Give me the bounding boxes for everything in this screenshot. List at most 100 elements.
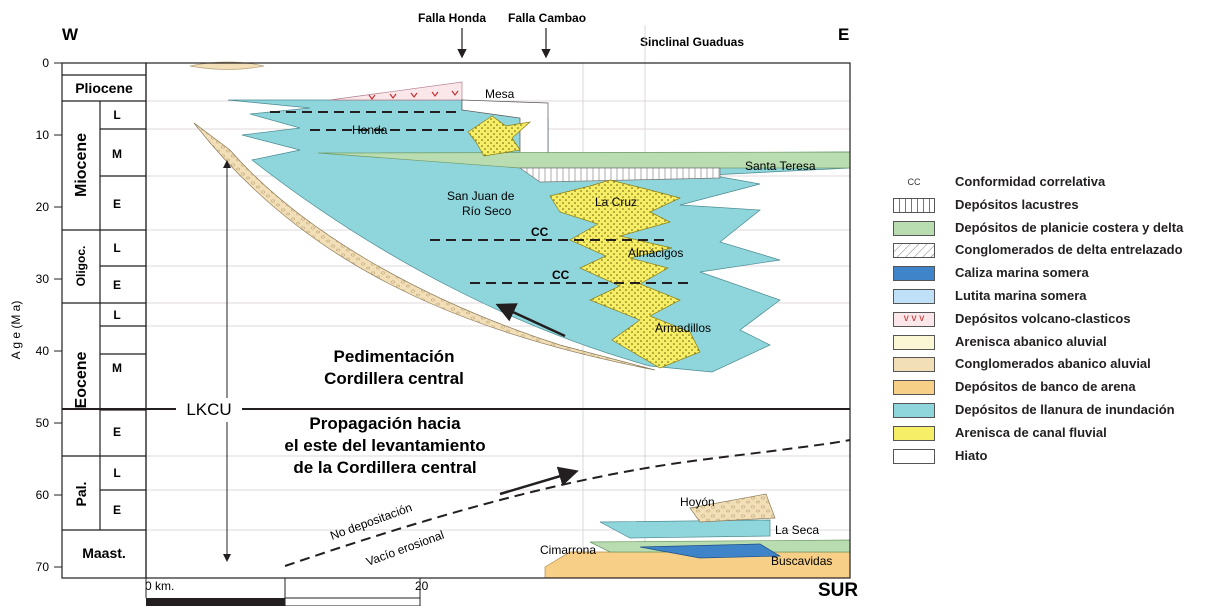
epoch-eocene: Eocene <box>73 351 90 408</box>
x-tick-20: 20 <box>415 579 429 593</box>
y-tick-60: 60 <box>36 488 50 502</box>
legend-label: Depósitos de planicie costera y delta <box>955 219 1184 235</box>
legend-label: Arenisca de canal fluvial <box>955 424 1107 440</box>
legend-item: Arenisca de canal fluvial <box>893 423 1228 446</box>
y-axis-ticks: 0 10 20 30 40 50 60 70 <box>36 56 50 574</box>
legend-swatch-lutita <box>893 288 935 304</box>
legend-item: Conglomerados abanico aluvial <box>893 354 1228 377</box>
conglomerate-wedge <box>193 122 656 371</box>
formation-rio-seco: Río Seco <box>462 204 512 218</box>
annotation-propagacion-1: Propagación hacia <box>309 414 461 433</box>
epoch-oligocene: Oligoc. <box>74 246 88 287</box>
formation-cimarrona: Cimarrona <box>540 543 596 557</box>
y-tick-20: 20 <box>36 200 50 214</box>
subdivision-labels: L M E L E L M E L E <box>112 108 122 517</box>
structure-falla-honda: Falla Honda <box>418 11 486 25</box>
legend-label: Depósitos de banco de arena <box>955 379 1136 395</box>
epoch-labels: Pliocene Miocene Oligoc. Eocene Pal. Maa… <box>73 80 133 561</box>
y-tick-0: 0 <box>42 56 49 70</box>
legend-item: Caliza marina somera <box>893 263 1228 286</box>
volcanic-v-marks <box>368 90 459 100</box>
sub-eocene-m: M <box>112 361 122 375</box>
legend-item: Arenisca abanico aluvial <box>893 332 1228 355</box>
legend-swatch-llanura <box>893 402 935 418</box>
correlative-conformity-lines <box>270 111 690 284</box>
epoch-miocene: Miocene <box>73 133 90 197</box>
annotation-propagacion-3: de la Cordillera central <box>293 458 476 477</box>
sub-miocene-m: M <box>112 147 122 161</box>
legend-item: Depósitos de planicie costera y delta <box>893 218 1228 241</box>
formation-santa-teresa: Santa Teresa <box>745 159 816 173</box>
annotation-vacio-erosional: Vacío erosional <box>364 528 446 569</box>
lkcu-label: LKCU <box>186 400 231 419</box>
y-axis-label: A g e (M a) <box>9 301 23 360</box>
direction-label: SUR <box>818 580 858 601</box>
legend-item: Hiato <box>893 446 1228 469</box>
legend-label: Lutita marina somera <box>955 287 1087 303</box>
legend-label: Conglomerados de delta entrelazado <box>955 242 1183 258</box>
legend-item: CC Conformidad correlativa <box>893 172 1228 195</box>
epoch-pliocene: Pliocene <box>75 80 133 96</box>
legend-swatch-caliza <box>893 266 935 282</box>
hoyon-conglomerate <box>689 493 776 523</box>
formation-la-seca: La Seca <box>775 523 819 537</box>
y-tick-50: 50 <box>36 416 50 430</box>
legend-swatch-conglo <box>893 357 935 373</box>
epoch-paleocene: Pal. <box>73 482 89 507</box>
west-label: W <box>62 25 79 44</box>
legend-label: Conformidad correlativa <box>955 174 1106 189</box>
y-tick-40: 40 <box>36 344 50 358</box>
legend-swatch-hiato <box>893 448 935 464</box>
legend-swatch-lacustre <box>893 197 935 213</box>
fluvial-sandstone-cruz <box>549 179 701 369</box>
lkcu-label-bg <box>176 397 242 421</box>
strata <box>189 61 851 579</box>
legend-item: Conglomerados de delta entrelazado <box>893 240 1228 263</box>
legend-label: Caliza marina somera <box>955 265 1089 281</box>
legend-swatch-banco <box>893 380 935 396</box>
erosional-boundary-dashed <box>284 439 851 567</box>
legend-swatch-cc: CC <box>907 177 921 187</box>
legend-swatch-costera <box>893 220 935 236</box>
structure-sinclinal-guaduas: Sinclinal Guaduas <box>640 35 744 49</box>
formation-armadillos: Armadillos <box>655 321 711 335</box>
pedimentation-arrow <box>495 303 566 338</box>
fault-arrows <box>457 28 551 59</box>
annotation-propagacion-2: el este del levantamiento <box>284 436 485 455</box>
legend-label: Conglomerados abanico aluvial <box>955 356 1151 372</box>
formation-labels: Mesa Honda Santa Teresa San Juan de Río … <box>352 87 832 568</box>
legend-label: Arenisca abanico aluvial <box>955 333 1107 349</box>
formation-la-cruz: La Cruz <box>595 195 637 209</box>
sub-eocene-e: E <box>113 425 121 439</box>
structure-falla-cambao: Falla Cambao <box>508 11 586 25</box>
legend-label: Depósitos volcano-clasticos <box>955 310 1131 326</box>
legend-label: Hiato <box>955 447 988 463</box>
y-tick-10: 10 <box>36 128 50 142</box>
formation-san-juan: San Juan de <box>447 189 515 203</box>
annotation-pedimentacion-1: Pedimentación <box>334 347 455 366</box>
sub-oligocene-l: L <box>113 241 120 255</box>
formation-buscavidas: Buscavidas <box>771 554 832 568</box>
scale-bar-white <box>284 597 421 606</box>
legend-item: Depósitos de banco de arena <box>893 377 1228 400</box>
legend-swatch-deltaent <box>893 243 935 259</box>
scale-bar-black <box>146 598 285 606</box>
x-tick-0: 0 km. <box>145 579 174 593</box>
y-tick-marks <box>54 62 62 568</box>
legend-label: Depósitos lacustres <box>955 196 1079 212</box>
legend-label: Depósitos de llanura de inundación <box>955 401 1175 417</box>
diagram-frame <box>145 62 851 579</box>
east-label: E <box>838 25 849 44</box>
sub-miocene-e: E <box>113 197 121 211</box>
annotation-pedimentacion-2: Cordillera central <box>324 369 464 388</box>
legend-item: Depósitos lacustres <box>893 195 1228 218</box>
annotations: Pedimentación Cordillera central Propaga… <box>284 347 485 477</box>
fluvial-sandstone-honda <box>467 115 532 157</box>
y-tick-30: 30 <box>36 272 50 286</box>
la-seca-floodplain <box>599 519 771 539</box>
legend-swatch-arenaluv <box>893 334 935 350</box>
formation-mesa: Mesa <box>485 87 515 101</box>
sub-miocene-l: L <box>113 108 120 122</box>
